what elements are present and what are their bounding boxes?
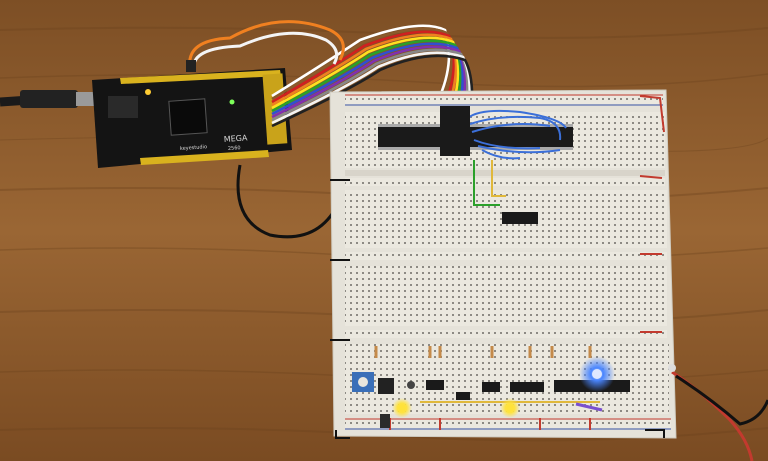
yellow-led-left <box>398 404 406 412</box>
small-ic-1 <box>426 380 444 390</box>
yellow-wire <box>491 160 506 197</box>
board-model-label: MEGA <box>224 133 249 144</box>
yellow-led-right <box>506 404 514 412</box>
power-terminal <box>668 364 676 372</box>
microcontroller-chip <box>168 98 208 136</box>
bottom-rail <box>345 420 671 428</box>
small-component <box>456 392 470 400</box>
green-wire <box>473 160 500 206</box>
arduino-mega-board: MEGA 2560 keyestudio <box>92 68 292 168</box>
rail-jumper-wires <box>330 95 665 439</box>
transistor <box>407 381 415 389</box>
large-dip-chip <box>378 124 573 150</box>
power-supply-wires <box>668 364 768 461</box>
rail-4 <box>345 330 667 338</box>
small-ic-3 <box>510 382 544 392</box>
rail-2 <box>345 178 665 186</box>
jumper-loop-wires <box>186 20 345 72</box>
push-button <box>378 378 394 394</box>
small-ic-middle <box>502 212 538 224</box>
power-jack <box>108 96 138 118</box>
blue-jumper-bundle <box>467 109 567 160</box>
board-sub-label: 2560 <box>228 145 241 152</box>
small-ic-2 <box>482 382 500 392</box>
status-led <box>229 99 235 105</box>
usb-plug <box>20 90 78 108</box>
bottom-header <box>140 150 269 165</box>
blue-led <box>592 369 602 379</box>
ribbon-connector <box>440 106 470 156</box>
wire-plug <box>186 60 196 72</box>
power-led <box>145 89 151 95</box>
usb-cable <box>0 90 102 108</box>
top-rail <box>345 96 663 104</box>
terminal-area-3 <box>345 266 667 326</box>
board-brand-label: keyestudio <box>180 144 208 152</box>
bottom-purple-wire <box>575 402 603 412</box>
resistors <box>374 346 592 358</box>
capacitor <box>380 414 390 428</box>
rail-3 <box>345 252 667 260</box>
potentiometer-knob <box>358 377 368 387</box>
top-header <box>120 70 281 84</box>
